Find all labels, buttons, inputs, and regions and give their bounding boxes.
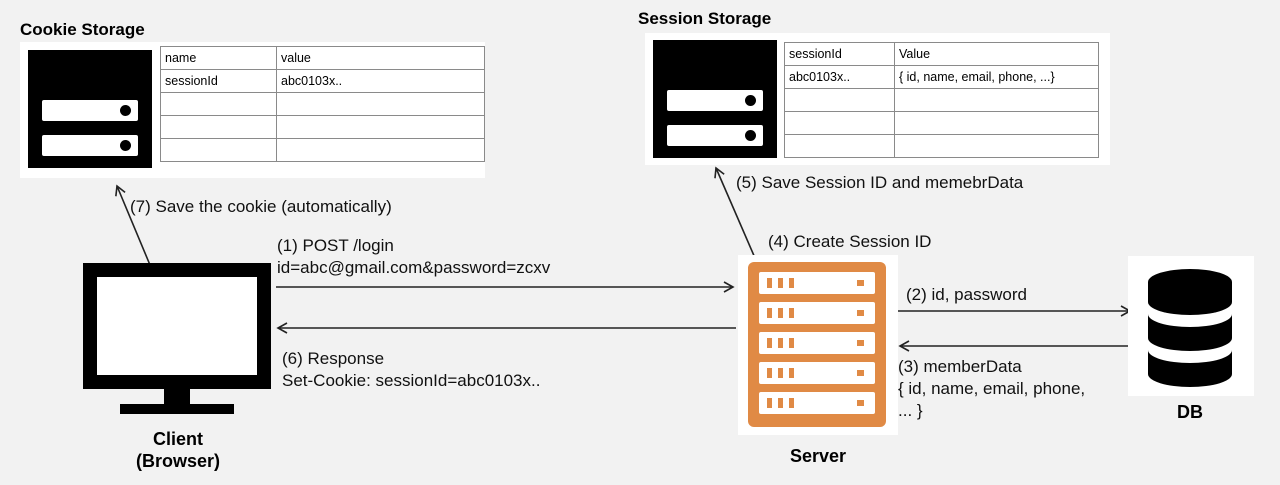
db-caption: DB: [1177, 402, 1203, 422]
table-cell: [276, 92, 485, 116]
server-caption: Server: [789, 446, 847, 466]
table-cell: [894, 134, 1099, 158]
table-row: [784, 111, 1099, 135]
step-3-detail-end: ... }: [898, 401, 923, 420]
storage-slot: [42, 100, 138, 121]
table-cell: [160, 138, 277, 162]
step-6-detail: Set-Cookie: sessionId=abc0103x..: [282, 371, 541, 390]
session-storage-icon: [653, 40, 777, 158]
storage-led: [745, 130, 756, 141]
table-row: [160, 115, 485, 139]
session-storage-title: Session Storage: [638, 9, 772, 28]
client-sublabel: (Browser): [135, 451, 220, 471]
step-3-title: (3) memberData: [898, 357, 1022, 376]
table-cell: [784, 134, 895, 158]
storage-slot: [667, 90, 763, 111]
storage-led: [120, 105, 131, 116]
database-icon: [1128, 256, 1254, 396]
table-row: [784, 134, 1099, 158]
cookie-storage-title: Cookie Storage: [20, 20, 145, 39]
storage-led: [120, 140, 131, 151]
server-icon: [738, 255, 898, 435]
client-label: Client: [152, 429, 203, 449]
table-header-cell: name: [160, 46, 277, 70]
table-header-cell: Value: [894, 42, 1099, 66]
arrow-save-cookie: [115, 184, 151, 266]
storage-led: [745, 95, 756, 106]
step-4-label: (4) Create Session ID: [768, 232, 932, 251]
step-6-title: (6) Response: [282, 349, 385, 368]
session-table: sessionId Value abc0103x.. { id, name, e…: [784, 42, 1099, 158]
step-3-label: (3) memberData { id, name, email, phone,…: [898, 356, 1085, 422]
step-1-title: (1) POST /login: [277, 236, 394, 255]
storage-slot: [667, 125, 763, 146]
step-2-label: (2) id, password: [906, 285, 1027, 304]
table-row: [160, 92, 485, 116]
storage-slot: [42, 135, 138, 156]
cookie-storage-icon: [28, 50, 152, 168]
step-6-label: (6) Response Set-Cookie: sessionId=abc01…: [282, 348, 540, 392]
table-row: [160, 138, 485, 162]
table-header-cell: sessionId: [784, 42, 895, 66]
table-cell: sessionId: [160, 69, 277, 93]
cookie-table: name value sessionId abc0103x..: [160, 46, 485, 162]
step-1-label: (1) POST /login id=abc@gmail.com&passwor…: [277, 235, 550, 279]
monitor-icon: [83, 263, 271, 414]
table-cell: [276, 115, 485, 139]
client-caption: Client (Browser): [118, 428, 238, 472]
table-header-row: sessionId Value: [784, 42, 1099, 66]
step-5-label: (5) Save Session ID and memebrData: [736, 173, 1024, 192]
arrow-save-session: [714, 166, 756, 259]
step-3-detail: { id, name, email, phone,: [898, 379, 1086, 398]
step-1-detail: id=abc@gmail.com&password=zcxv: [277, 258, 551, 277]
table-cell: [276, 138, 485, 162]
step-7-label: (7) Save the cookie (automatically): [130, 197, 392, 216]
